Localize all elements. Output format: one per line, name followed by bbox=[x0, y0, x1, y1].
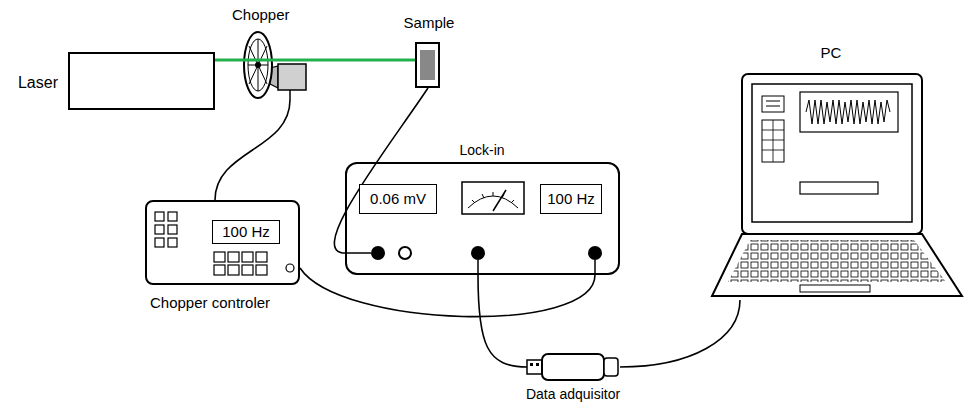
input-jacks bbox=[345, 246, 602, 275]
device-label: Laser bbox=[18, 73, 58, 92]
device-label: Data adquisitor bbox=[526, 386, 620, 403]
laser-box: Laser bbox=[68, 52, 215, 110]
cable bbox=[334, 88, 428, 253]
device-label: Sample bbox=[404, 14, 455, 32]
frequency-display: 100 Hz bbox=[540, 184, 602, 214]
display-reading: 100 Hz bbox=[222, 223, 270, 241]
analog-meter bbox=[462, 182, 524, 214]
cable bbox=[215, 100, 290, 200]
device-label: Chopper bbox=[232, 6, 290, 24]
laser-beam bbox=[310, 59, 415, 62]
laptop-pc: PC bbox=[712, 68, 962, 300]
chopper: Chopper bbox=[240, 30, 310, 100]
laptop-drawing bbox=[712, 74, 962, 296]
frequency-display: 100 Hz bbox=[212, 220, 280, 244]
display-reading: 0.06 mV bbox=[370, 190, 426, 208]
lock-in-amplifier: Lock-in0.06 mV100 Hz bbox=[345, 162, 620, 275]
data-acquisition-device: Data adquisitor bbox=[527, 352, 620, 382]
chopper-wheel bbox=[240, 32, 310, 100]
controller-buttons bbox=[155, 212, 294, 275]
sample-holder: Sample bbox=[415, 42, 440, 88]
device-label: PC bbox=[821, 44, 842, 62]
cable bbox=[300, 268, 595, 317]
laser-beam bbox=[215, 59, 240, 62]
voltage-display: 0.06 mV bbox=[359, 184, 437, 214]
device-label: Lock-in bbox=[459, 142, 504, 159]
display-reading: 100 Hz bbox=[547, 190, 595, 208]
usb-device bbox=[527, 354, 618, 380]
chopper-controller: Chopper controler100 Hz bbox=[145, 200, 300, 285]
cable bbox=[620, 300, 740, 367]
device-label: Chopper controler bbox=[150, 294, 270, 312]
cable bbox=[478, 275, 527, 367]
sample-film bbox=[420, 50, 435, 80]
